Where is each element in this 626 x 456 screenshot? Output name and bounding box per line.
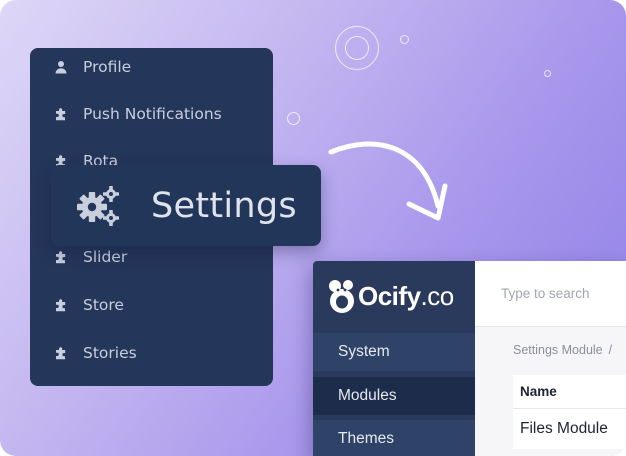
sidebar-item-label: Store [83,296,124,314]
decorative-ring-outer [335,26,379,70]
app-main-content: Settings Module / Name Files Module [475,261,626,456]
breadcrumb: Settings Module / [513,343,612,357]
puzzle-icon [52,344,70,362]
user-icon [52,58,70,76]
decorative-dot [400,35,409,44]
sidebar-item-store[interactable]: Store [30,288,273,322]
breadcrumb-current[interactable]: Settings Module [513,343,603,357]
settings-label: Settings [151,185,297,226]
brand-logo[interactable]: Ocify.co [327,271,467,321]
nav-item-label: Modules [338,387,397,404]
sidebar-item-label: Profile [83,58,132,76]
nav-item-label: System [338,343,390,360]
app-sidebar: Ocify.co System Modules Themes [313,261,475,456]
sidebar-item-label: Stories [83,344,137,362]
puzzle-icon [52,248,70,266]
sidebar-item-push-notifications[interactable]: Push Notifications [30,97,273,131]
sidebar-item-label: Slider [83,248,128,266]
puzzle-icon [52,152,70,170]
decorative-dot [544,70,551,77]
app-preview-window: Ocify.co System Modules Themes Settings … [313,261,626,456]
table-row[interactable]: Files Module [513,409,626,449]
nav-item-system[interactable]: System [313,333,475,371]
sidebar-item-profile[interactable]: Profile [30,50,273,84]
brand-name: Ocify.co [358,280,454,311]
decorative-dot [287,112,300,125]
search-input[interactable] [501,286,626,301]
breadcrumb-separator: / [608,343,613,357]
puzzle-icon [52,105,70,123]
sidebar-item-settings-highlight[interactable]: Settings [51,165,321,246]
top-search-bar [475,261,626,327]
table-header-name[interactable]: Name [513,375,626,409]
mascot-icon [329,280,354,313]
sidebar-item-label: Push Notifications [83,105,222,123]
nav-item-label: Themes [338,430,394,447]
nav-item-themes[interactable]: Themes [313,420,475,456]
nav-item-modules[interactable]: Modules [313,377,475,415]
sidebar-item-stories[interactable]: Stories [30,336,273,370]
curved-arrow-icon [328,141,448,221]
puzzle-icon [52,296,70,314]
gears-icon [75,184,121,228]
sidebar-item-slider[interactable]: Slider [30,240,273,274]
decorative-ring-inner [345,36,369,60]
modules-table: Name Files Module [513,375,626,449]
